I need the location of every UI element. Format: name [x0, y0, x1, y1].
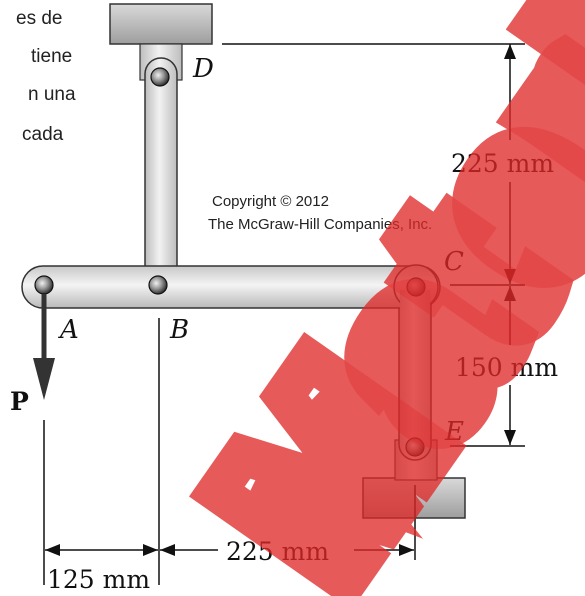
- member-abc: [21, 265, 441, 309]
- label-a: A: [58, 315, 79, 345]
- label-d: D: [192, 54, 214, 84]
- pin-b: [148, 275, 168, 295]
- load-arrow-head: [33, 358, 55, 400]
- pin-e: [405, 437, 425, 457]
- text-fragment-1: es de: [16, 8, 63, 29]
- copyright-line-2: The McGraw-Hill Companies, Inc.: [208, 216, 432, 233]
- support-block-top: [109, 3, 213, 45]
- text-fragment-2: tiene: [31, 46, 73, 67]
- dim-label-150: 150 mm: [455, 353, 558, 382]
- text-fragment-3: n una: [28, 84, 76, 105]
- text-fragment-4: cada: [22, 124, 64, 145]
- pin-a: [34, 275, 54, 295]
- label-e: E: [444, 417, 464, 447]
- label-b: B: [169, 315, 189, 345]
- dim-label-125: 125 mm: [47, 565, 150, 594]
- pin-d: [150, 67, 170, 87]
- support-block-bottom: [362, 477, 466, 519]
- link-ce-overlap: [400, 290, 430, 310]
- dim-label-225-horizontal: 225 mm: [226, 537, 329, 566]
- label-c: C: [444, 247, 464, 277]
- pin-c: [406, 277, 426, 297]
- copyright-line-1: Copyright © 2012: [212, 193, 329, 210]
- dim-label-225-vertical: 225 mm: [451, 149, 554, 178]
- label-load-p: P: [10, 387, 29, 416]
- link-bd: [144, 57, 178, 299]
